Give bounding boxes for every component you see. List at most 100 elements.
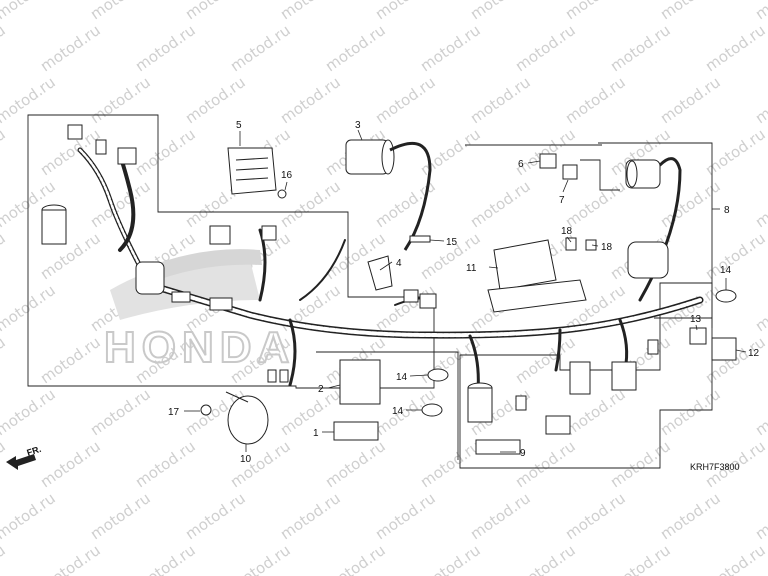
callout-15: 15 [446, 237, 458, 248]
harness-boot [135, 261, 165, 295]
callout-5: 5 [236, 120, 242, 131]
part-9-strip [475, 439, 521, 455]
watermark-text: motod.ru [372, 73, 439, 127]
fuse-leader [580, 159, 620, 191]
watermark-text: motod.ru [752, 281, 768, 335]
relay-section-connector [545, 415, 571, 435]
watermark-text: motod.ru [0, 0, 59, 23]
harness-branch-relay [554, 328, 562, 372]
watermark-text: motod.ru [512, 21, 579, 75]
callout-1: 1 [313, 428, 319, 439]
part-1-box [333, 421, 379, 441]
watermark-text: motod.ru [182, 0, 249, 23]
front-direction-marker: FR. [6, 444, 42, 470]
leader-4 [379, 261, 393, 271]
watermark-text: motod.ru [0, 281, 59, 335]
watermark-text: motod.ru [227, 437, 294, 491]
watermark-text: motod.ru [277, 489, 344, 543]
watermark-text: motod.ru [87, 73, 154, 127]
watermark-text: motod.ru [322, 541, 389, 576]
regulator-fin-1 [235, 157, 269, 161]
watermark-text: motod.ru [372, 489, 439, 543]
callout-7: 7 [559, 195, 565, 206]
callout-6: 6 [518, 159, 524, 170]
leader-lines [184, 129, 747, 453]
watermark-text: motod.ru [417, 437, 484, 491]
watermark-text: motod.ru [132, 541, 199, 576]
leader-7 [562, 179, 569, 193]
callout-9: 9 [520, 448, 526, 459]
harness-coupler-1 [171, 291, 191, 303]
relay-section-relay [569, 361, 591, 395]
watermark-text: motod.ru [182, 489, 249, 543]
terminal-right [279, 369, 289, 383]
regulator-rectifier [227, 147, 277, 195]
callout-4: 4 [396, 258, 402, 269]
harness-coupler-2 [209, 297, 233, 311]
watermark-text: motod.ru [752, 385, 768, 439]
watermark-text: motod.ru [417, 333, 484, 387]
front-arrow-icon [6, 454, 36, 470]
watermark-text: motod.ru [37, 333, 104, 387]
callout-17: 17 [168, 407, 180, 418]
harness-branch-left-2 [118, 153, 136, 252]
watermark-text: motod.ru [657, 0, 724, 23]
leader-18a [566, 236, 572, 243]
watermark-text: motod.ru [132, 125, 199, 179]
watermark-text: motod.ru [607, 21, 674, 75]
callout-14a: 14 [396, 372, 408, 383]
callout-18a: 18 [561, 226, 573, 237]
horn [227, 395, 269, 445]
watermark-text: motod.ru [657, 177, 724, 231]
terminal-left [267, 369, 277, 383]
watermark-text: motod.ru [87, 0, 154, 23]
spark-plug-cap [367, 255, 393, 291]
small-connector [261, 225, 277, 241]
parts-layer [41, 124, 737, 455]
callout-18b: 18 [601, 242, 613, 253]
watermark-text: motod.ru [752, 0, 768, 23]
watermark-text: motod.ru [322, 21, 389, 75]
watermark-text: motod.ru [132, 437, 199, 491]
clamp-14c [715, 289, 737, 303]
watermark-text: motod.ru [0, 333, 9, 387]
watermark-text: motod.ru [512, 437, 579, 491]
regulator-connector [209, 225, 231, 245]
clamp-14a [427, 368, 449, 382]
watermark-text: motod.ru [227, 21, 294, 75]
ecu-module [339, 359, 381, 405]
watermark-text: motod.ru [657, 385, 724, 439]
bolt-16 [277, 189, 287, 199]
relay-6 [539, 153, 557, 169]
watermark-text: motod.ru [657, 489, 724, 543]
harness-branch-left-wrap [78, 148, 152, 287]
callout-16: 16 [281, 170, 293, 181]
relay-13 [689, 327, 707, 345]
fuse-18b [585, 239, 597, 251]
watermark-text: motod.ru [0, 541, 9, 576]
watermark-text: motod.ru [752, 489, 768, 543]
ecu-section-line [316, 351, 459, 460]
leader-16 [284, 181, 288, 191]
watermark-text: motod.ru [657, 73, 724, 127]
watermark-text: motod.ru [372, 0, 439, 23]
leader-6 [527, 160, 541, 164]
watermark-text: motod.ru [607, 437, 674, 491]
watermark-text: motod.ru [277, 0, 344, 23]
watermark-text: motod.ru [562, 489, 629, 543]
watermark-text: motod.ru [467, 73, 534, 127]
watermark-text: motod.ru [37, 437, 104, 491]
callout-11: 11 [466, 263, 477, 274]
plug-connector [403, 289, 419, 303]
watermark-text: motod.ru [562, 73, 629, 127]
fuse-18a [565, 237, 577, 251]
callout-14c: 14 [720, 265, 732, 276]
callout-2: 2 [318, 384, 324, 395]
regulator-fin-2 [235, 167, 269, 171]
watermark-text: motod.ru [0, 385, 59, 439]
callout-13: 13 [690, 314, 702, 325]
connector-top-left [67, 124, 83, 140]
fuse-box-base [487, 279, 587, 313]
regulator-fin-3 [235, 177, 269, 181]
watermark-text: motod.ru [0, 489, 59, 543]
